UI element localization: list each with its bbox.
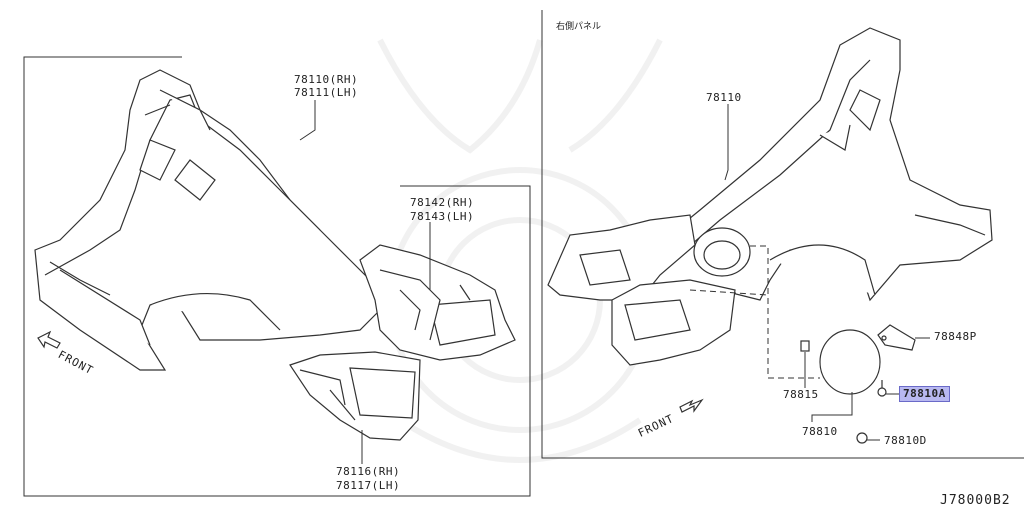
bumper-78810d bbox=[856, 432, 868, 444]
label-78848p: 78848P bbox=[934, 330, 977, 343]
fuel-lid-78810 bbox=[819, 329, 881, 395]
label-78116-rh: 78116(RH) bbox=[336, 465, 401, 478]
inner-panel-right bbox=[547, 214, 736, 366]
right-leader-lines bbox=[724, 104, 930, 441]
label-78117-lh: 78117(LH) bbox=[336, 479, 401, 492]
inner-panel-78116 bbox=[289, 351, 421, 441]
label-78810a: 78810A bbox=[899, 386, 950, 402]
clip-78815 bbox=[800, 340, 810, 352]
label-78110: 78110 bbox=[706, 91, 742, 104]
label-78110-rh: 78110(RH) bbox=[294, 73, 359, 86]
label-78810: 78810 bbox=[802, 425, 838, 438]
fuel-lid-opening bbox=[693, 227, 751, 277]
left-front-arrow-icon bbox=[37, 330, 61, 349]
quarter-panel-outer bbox=[34, 69, 381, 371]
inner-panel-78142 bbox=[359, 244, 516, 361]
label-78815: 78815 bbox=[783, 388, 819, 401]
label-78810d: 78810D bbox=[884, 434, 927, 447]
right-dashed-callout bbox=[689, 245, 820, 379]
left-leader-lines bbox=[299, 100, 431, 464]
label-78111-lh: 78111(LH) bbox=[294, 86, 359, 99]
label-78143-lh: 78143(LH) bbox=[410, 210, 475, 223]
left-panel-frame bbox=[23, 56, 531, 497]
label-78142-rh: 78142(RH) bbox=[410, 196, 475, 209]
hinge-78848p bbox=[877, 324, 916, 351]
right-panel-caption: 右側パネル bbox=[556, 22, 602, 32]
right-panel-frame bbox=[541, 10, 1024, 459]
diagram-code: J78000B2 bbox=[940, 493, 1011, 508]
right-front-arrow-icon bbox=[679, 398, 704, 413]
screw-78810a bbox=[877, 380, 887, 397]
